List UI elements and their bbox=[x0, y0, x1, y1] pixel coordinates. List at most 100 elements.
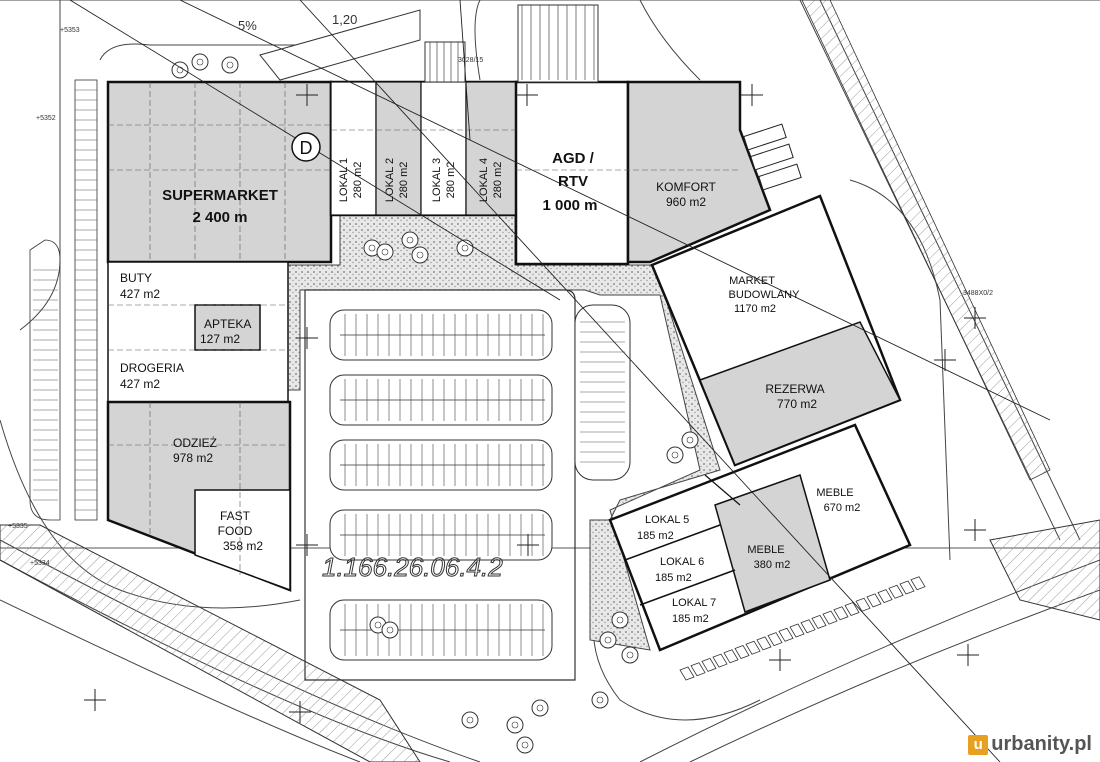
agd-label-2: RTV bbox=[558, 173, 588, 190]
diagonal-stall bbox=[800, 619, 816, 634]
tree-core bbox=[521, 741, 529, 749]
diagonal-stall bbox=[888, 584, 904, 599]
komfort-label: KOMFORT bbox=[656, 180, 716, 194]
fastfood-area: 358 m2 bbox=[223, 539, 263, 553]
meble2-label: MEBLE bbox=[747, 544, 784, 556]
tree-core bbox=[461, 244, 469, 252]
tree-core bbox=[671, 451, 679, 459]
komfort-area: 960 m2 bbox=[666, 195, 706, 209]
lokal6-area: 185 m2 bbox=[655, 572, 692, 584]
odziez-label: ODZIEŻ bbox=[173, 436, 217, 450]
elev-left-bottom: +5334 bbox=[30, 560, 50, 567]
watermark-icon: u bbox=[968, 734, 989, 755]
tree bbox=[621, 646, 639, 664]
meble1-label: MEBLE bbox=[816, 487, 853, 499]
odziez-area: 978 m2 bbox=[173, 451, 213, 465]
diagonal-stall bbox=[833, 606, 849, 621]
diagonal-stall bbox=[899, 580, 915, 595]
tree bbox=[376, 243, 394, 261]
diagonal-stall bbox=[844, 602, 860, 616]
apteka-unit bbox=[194, 304, 261, 351]
lokal2-label: LOKAL 2 bbox=[384, 158, 396, 202]
elevation-label: 1,20 bbox=[332, 12, 357, 27]
agd-area: 1 000 m bbox=[542, 197, 597, 214]
tree bbox=[611, 611, 629, 629]
diagonal-stall bbox=[701, 657, 717, 672]
tree bbox=[506, 716, 524, 734]
loading-bays bbox=[743, 123, 802, 191]
tree-core bbox=[616, 616, 624, 624]
diagonal-stall bbox=[822, 610, 838, 625]
tree bbox=[401, 231, 419, 249]
lokal7-area: 185 m2 bbox=[672, 613, 709, 625]
diagonal-stall bbox=[745, 640, 761, 655]
tree bbox=[516, 736, 534, 754]
drogeria-label: DROGERIA bbox=[120, 361, 184, 375]
diagonal-stall bbox=[712, 653, 728, 668]
side-parking-stalls bbox=[580, 321, 625, 463]
tree-core bbox=[596, 696, 604, 704]
lokal4-area: 280 m2 bbox=[492, 162, 504, 199]
diagonal-stall bbox=[910, 576, 926, 591]
lokal3-area: 280 m2 bbox=[445, 162, 457, 199]
diagonal-stall bbox=[679, 666, 695, 681]
structural-grid bbox=[108, 82, 740, 575]
tree-core bbox=[381, 248, 389, 256]
buty-area: 427 m2 bbox=[120, 287, 160, 301]
rezerwa-area: 770 m2 bbox=[777, 397, 817, 411]
lokal5-label: LOKAL 5 bbox=[645, 514, 689, 526]
lokal7-label: LOKAL 7 bbox=[672, 597, 716, 609]
lokal1-label: LOKAL 1 bbox=[338, 158, 350, 202]
parcel-top-label: 3028/15 bbox=[458, 57, 483, 64]
tree-core bbox=[406, 236, 414, 244]
lokal5-area: 185 m2 bbox=[637, 530, 674, 542]
tree bbox=[461, 711, 479, 729]
tree bbox=[456, 239, 474, 257]
apteka-label: APTEKA bbox=[204, 317, 251, 331]
diagonal-parking bbox=[679, 576, 926, 681]
tree-core bbox=[536, 704, 544, 712]
diagonal-stall bbox=[723, 649, 739, 664]
komfort-unit bbox=[626, 80, 772, 264]
tree bbox=[666, 446, 684, 464]
diagonal-stall bbox=[767, 632, 783, 647]
diagonal-stall bbox=[855, 597, 871, 612]
tree-core bbox=[626, 651, 634, 659]
watermark: u urbanity.pl bbox=[968, 733, 1092, 756]
watermark-text: urbanity.pl bbox=[991, 733, 1092, 755]
lokal2-area: 280 m2 bbox=[398, 162, 410, 199]
side-parking bbox=[574, 304, 631, 481]
tree-core bbox=[374, 621, 382, 629]
parcel-right-label: 3488X0/2 bbox=[963, 290, 993, 297]
building-block-left bbox=[106, 80, 772, 592]
supermarket-unit bbox=[106, 80, 333, 264]
supermarket-label: SUPERMARKET bbox=[162, 187, 278, 204]
market-area: 1170 m2 bbox=[734, 303, 776, 315]
lokal6-label: LOKAL 6 bbox=[660, 556, 704, 568]
diagonal-stall bbox=[734, 645, 750, 659]
fastfood-label-2: FOOD bbox=[218, 524, 253, 538]
tree-core bbox=[416, 251, 424, 259]
agd-label-1: AGD / bbox=[552, 150, 595, 167]
meble-small-unit bbox=[714, 474, 831, 613]
tree bbox=[191, 53, 209, 71]
top-structures bbox=[259, 4, 599, 83]
tree bbox=[381, 621, 399, 639]
market-label-1: MARKET bbox=[729, 275, 775, 287]
diagonal-stall bbox=[877, 589, 893, 604]
buty-label: BUTY bbox=[120, 271, 152, 285]
rezerwa-label: REZERWA bbox=[765, 382, 824, 396]
tree-core bbox=[511, 721, 519, 729]
lokal1-area: 280 m2 bbox=[352, 162, 364, 199]
tree-core bbox=[466, 716, 474, 724]
building-block-right bbox=[608, 194, 912, 652]
unit-labels: SUPERMARKET 2 400 m AGD / RTV 1 000 m KO… bbox=[120, 150, 860, 625]
fastfood-label-1: FAST bbox=[220, 509, 251, 523]
tree-core bbox=[196, 58, 204, 66]
elev-left-top: +5353 bbox=[60, 27, 80, 34]
drogeria-area: 427 m2 bbox=[120, 377, 160, 391]
tree-core bbox=[226, 61, 234, 69]
diagonal-stall bbox=[811, 614, 827, 629]
meble1-area: 670 m2 bbox=[824, 502, 861, 514]
